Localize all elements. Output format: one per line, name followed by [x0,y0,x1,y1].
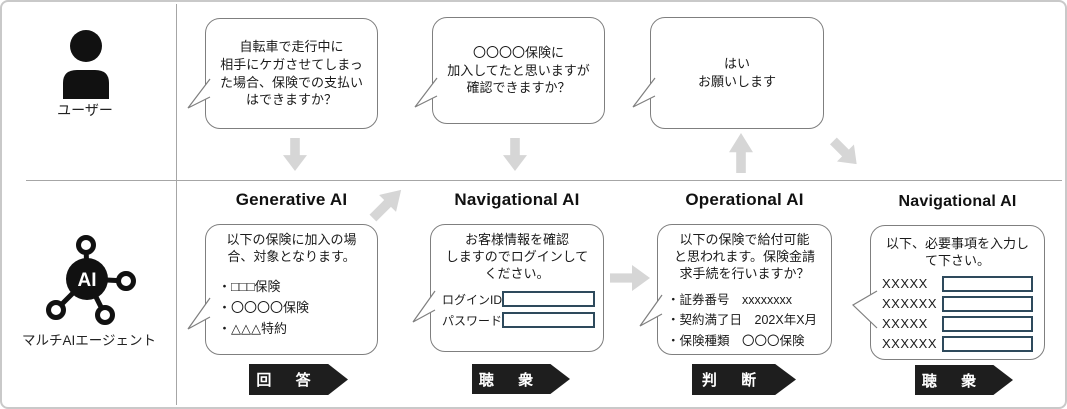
bubble-tail [187,78,211,109]
password-input[interactable] [502,312,595,329]
list-item: ・保険種類 〇〇〇保険 [667,333,805,348]
section-title-navigational-ai-2: Navigational AI [898,193,1017,210]
arrow-down-user-to-generative [283,138,307,171]
policy-details-list: ・証券番号 xxxxxxxx ・契約満了日 202X年X月 ・保険種類 〇〇〇保… [667,292,817,354]
arrow-down-user-to-navigational [503,138,527,171]
login-id-input[interactable] [502,291,595,308]
agent-lane-label: マルチAIエージェント [22,333,156,348]
list-item: ・△△△特約 [218,321,287,337]
user-bubble-1: 自転車で走行中に 相手にケガさせてしまっ た場合、保険での支払い はできますか？ [187,18,378,129]
generative-ai-message: 以下の保険に加入の場 合、対象となります。 [226,232,357,264]
bubble-tail [412,290,436,323]
user-bubble-2: 〇〇〇〇保険に 加入してたと思いますが 確認できますか？ [414,17,605,124]
user-message-text: 自転車で走行中に 相手にケガさせてしまっ た場合、保険での支払い はできますか？ [219,39,363,108]
password-row: パスワード [442,312,595,329]
user-message-text: 〇〇〇〇保険に 加入してたと思いますが 確認できますか？ [447,45,590,96]
user-bubble-3: はい お願いします [632,17,824,129]
field-label: XXXXX [882,276,928,292]
multi-ai-agent-icon: AI [46,235,136,325]
arrow-right-navigational-to-operational [610,265,650,291]
arrow-up-operational-to-user [729,133,753,173]
badge-answer: 回 答 [249,364,348,395]
input-row: XXXXX [882,315,1033,332]
navigational-ai-message: お客様情報を確認 しますのでログインして ください。 [445,232,589,281]
generative-ai-bubble: 以下の保険に加入の場 合、対象となります。 ・□□□保険 ・〇〇〇〇保険 ・△△… [187,224,378,355]
bubble-tail [852,290,878,329]
bubble-tail [632,77,656,108]
field-input-3[interactable] [942,315,1033,332]
badge-judge: 判 断 [692,364,796,395]
list-item: ・契約満了日 202X年X月 [667,313,818,328]
navigational-ai-2-message: 以下、必要事項を入力し て下さい。 [885,236,1029,268]
section-title-navigational-ai: Navigational AI [454,190,580,209]
operational-ai-message: 以下の保険で給付可能 と思われます。保険金請 求手続を行いますか？ [673,232,816,281]
list-item: ・□□□保険 [218,278,281,294]
user-message-text: はい お願いします [697,56,776,89]
section-title-operational-ai: Operational AI [685,190,804,209]
bubble-tail [639,294,663,327]
input-row: XXXXX [882,275,1033,292]
bubble-tail [414,77,438,108]
insurance-list: ・□□□保険 ・〇〇〇〇保険 ・△△△特約 [218,278,309,342]
lane-divider-horizontal [26,180,1062,181]
badge-listen: 聴 衆 [472,364,570,394]
login-id-row: ログインID [442,291,595,308]
badge-listen-2: 聴 衆 [915,365,1013,395]
svg-text:AI: AI [78,270,97,291]
login-id-label: ログインID [442,292,503,307]
lane-divider-vertical [176,4,177,405]
input-row: XXXXXX [882,295,1033,312]
operational-ai-bubble: 以下の保険で給付可能 と思われます。保険金請 求手続を行いますか？ ・証券番号 … [639,224,832,355]
arrow-diagonal-user-to-navigational2 [825,132,865,172]
bubble-tail [187,297,211,330]
field-input-2[interactable] [942,295,1033,312]
field-label: XXXXXX [882,296,938,312]
field-label: XXXXX [882,316,928,332]
navigational-ai-2-bubble: 以下、必要事項を入力し て下さい。 XXXXX XXXXXX XXXXX XXX… [852,225,1045,360]
password-label: パスワード [442,313,503,328]
list-item: ・〇〇〇〇保険 [218,299,310,315]
field-input-1[interactable] [942,275,1033,292]
navigational-ai-bubble: お客様情報を確認 しますのでログインして ください。 ログインID パスワード [412,224,604,352]
field-label: XXXXXX [882,336,938,352]
user-lane-label: ユーザー [57,102,113,118]
field-input-4[interactable] [942,335,1033,352]
user-icon [63,30,109,99]
input-row: XXXXXX [882,335,1033,352]
section-title-generative-ai: Generative AI [235,190,348,209]
list-item: ・証券番号 xxxxxxxx [667,292,793,307]
